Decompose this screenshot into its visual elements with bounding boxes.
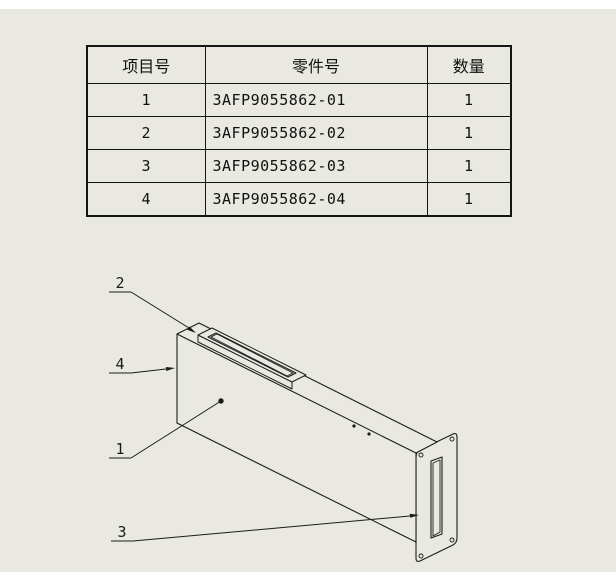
flange-part[interactable] <box>415 433 458 562</box>
balloon-4-leader <box>130 368 167 374</box>
rim-slot-inner <box>210 333 294 377</box>
balloon-label-3[interactable]: 3 <box>117 523 127 541</box>
rim-slot-outer <box>207 332 297 378</box>
balloon-1-leader <box>130 400 222 459</box>
bom-header-row: 项目号 零件号 数量 <box>86 45 512 84</box>
bom-cell-qty[interactable]: 1 <box>426 182 512 217</box>
bom-header-part-no[interactable]: 零件号 <box>204 45 428 84</box>
tube-edges <box>176 322 438 543</box>
bom-cell-item-no[interactable]: 3 <box>86 149 206 183</box>
bom-header-item-no[interactable]: 项目号 <box>86 45 206 84</box>
balloon-2-leader <box>130 291 190 329</box>
tube-front-face <box>177 334 416 542</box>
bom-table[interactable]: 项目号 零件号 数量 1 3AFP9055862-01 1 2 3AFP9055… <box>86 45 512 217</box>
table-row[interactable]: 4 3AFP9055862-04 1 <box>86 182 512 217</box>
leader-arrow-icon <box>409 513 419 518</box>
bom-cell-part-no[interactable]: 3AFP9055862-01 <box>204 83 428 117</box>
balloon-label-1[interactable]: 1 <box>115 440 125 458</box>
balloon-3-leader <box>132 515 411 542</box>
flange-opening-inner <box>432 459 441 537</box>
bom-cell-item-no[interactable]: 2 <box>86 116 206 150</box>
bom-cell-part-no[interactable]: 3AFP9055862-04 <box>204 182 428 217</box>
bom-cell-part-no[interactable]: 3AFP9055862-03 <box>204 149 428 183</box>
rim-top-face <box>197 327 307 383</box>
flange-hole-icon <box>418 553 424 559</box>
slot-rim-part[interactable] <box>197 327 307 390</box>
front-face-hole-icon <box>367 432 371 436</box>
leader-dot-icon <box>218 398 224 404</box>
tube-body-part[interactable] <box>176 322 438 543</box>
table-row[interactable]: 3 3AFP9055862-03 1 <box>86 149 512 183</box>
balloon-label-2[interactable]: 2 <box>115 274 125 292</box>
bom-cell-qty[interactable]: 1 <box>426 116 512 150</box>
balloon-leaders <box>109 291 419 542</box>
bom-header-qty[interactable]: 数量 <box>426 45 512 84</box>
table-row[interactable]: 1 3AFP9055862-01 1 <box>86 83 512 117</box>
balloon-label-4[interactable]: 4 <box>115 355 125 373</box>
leader-arrow-icon <box>187 326 196 333</box>
flange-outline[interactable] <box>415 433 458 562</box>
bom-cell-item-no[interactable]: 4 <box>86 182 206 217</box>
bom-cell-qty[interactable]: 1 <box>426 149 512 183</box>
leader-arrow-icon <box>165 367 175 371</box>
bom-cell-qty[interactable]: 1 <box>426 83 512 117</box>
flange-hole-icon <box>418 452 424 458</box>
table-row[interactable]: 2 3AFP9055862-02 1 <box>86 116 512 150</box>
bom-cell-item-no[interactable]: 1 <box>86 83 206 117</box>
front-face-hole-icon <box>352 424 356 428</box>
bom-cell-part-no[interactable]: 3AFP9055862-02 <box>204 116 428 150</box>
flange-hole-icon <box>449 436 455 442</box>
flange-hole-icon <box>449 537 455 543</box>
window-top-strip <box>0 0 616 9</box>
flange-opening-outer <box>430 456 443 539</box>
